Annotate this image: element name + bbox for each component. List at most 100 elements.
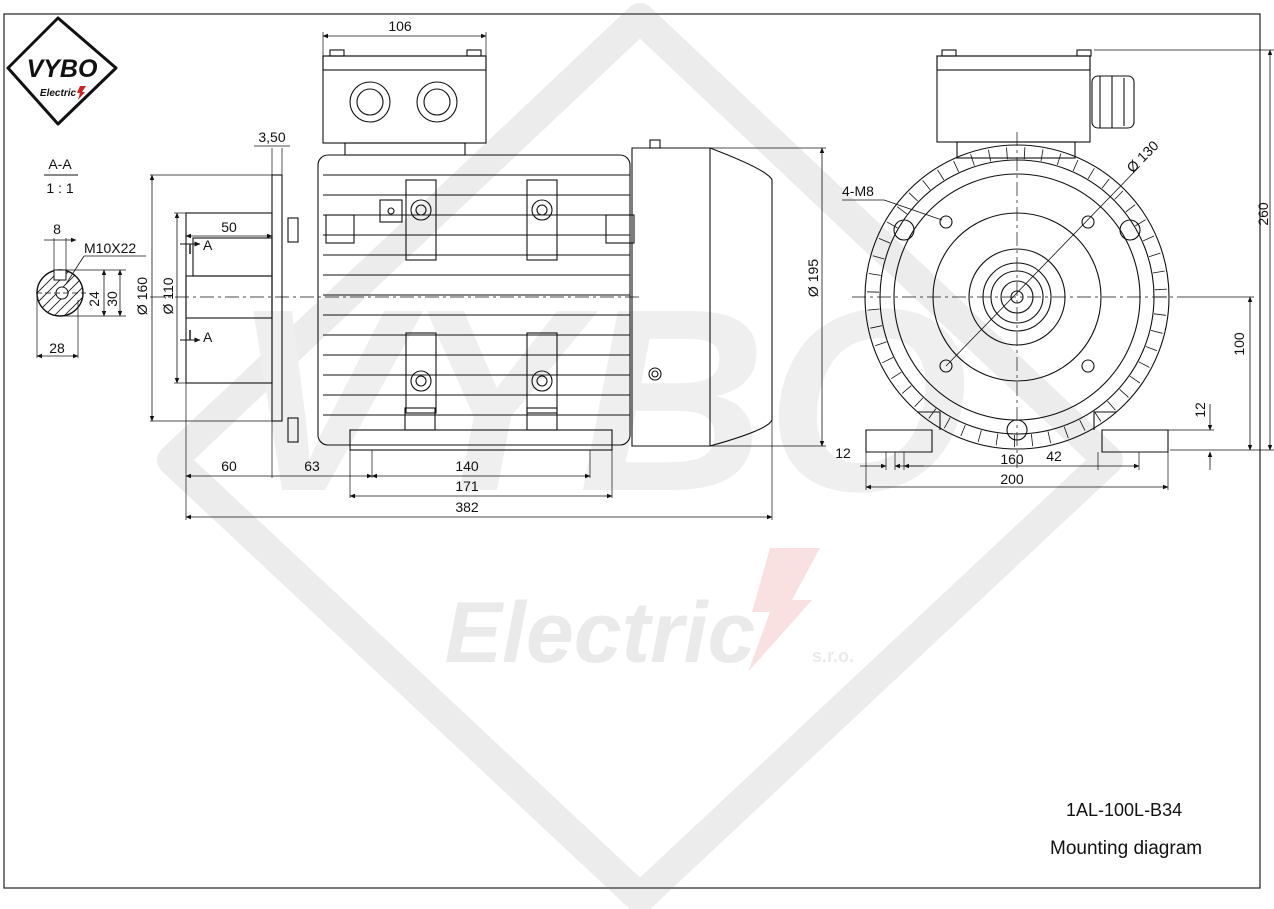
section-mark-bottom: A: [203, 329, 213, 345]
terminal-box: [322, 55, 487, 144]
logo-brand: VYBO: [27, 55, 98, 83]
dim-260: 260: [1255, 202, 1271, 226]
side-foot: [349, 429, 613, 451]
dim-4-m8: 4-M8: [842, 183, 874, 199]
cooling-fin: [1138, 361, 1150, 368]
dim-106: 106: [388, 18, 412, 34]
front-view: 4-M8 Ø 130 260 100 12 12 160 42 200: [835, 49, 1274, 490]
section-dim-24: 24: [86, 291, 102, 307]
cooling-fin: [1079, 419, 1086, 431]
cooling-fin: [1031, 434, 1034, 447]
watermark-brand: VYBO: [232, 256, 969, 546]
section-mark-top: A: [203, 237, 213, 253]
section-dim-28: 28: [49, 340, 65, 356]
cooling-fin: [878, 238, 891, 244]
dim-140: 140: [455, 458, 479, 474]
cooling-fin: [970, 154, 975, 166]
section-dim-30: 30: [104, 291, 120, 307]
cooling-fin: [886, 221, 898, 229]
dim-d195: Ø 195: [805, 259, 821, 297]
cooling-fin: [995, 433, 999, 446]
cooling-fin: [960, 424, 966, 437]
dim-42: 42: [1046, 448, 1062, 464]
cooling-fin: [1154, 288, 1167, 291]
cooling-fin: [1006, 147, 1008, 160]
cooling-fin: [1129, 375, 1141, 384]
dim-171: 171: [455, 478, 479, 494]
cooling-fin: [868, 273, 881, 276]
section-dim-8: 8: [53, 221, 61, 237]
motor-body: [317, 154, 631, 446]
cooling-fin: [1047, 431, 1052, 444]
cooling-fin: [1056, 153, 1062, 166]
logo-bolt-icon: [77, 86, 86, 100]
dim-d160: Ø 160: [134, 277, 150, 315]
dim-200: 200: [1000, 471, 1024, 487]
dim-50: 50: [221, 219, 237, 235]
watermark-suffix: s.r.o.: [812, 646, 854, 666]
dim-d110: Ø 110: [160, 277, 176, 314]
cooling-fin: [1148, 252, 1161, 258]
dim-3-50: 3,50: [258, 129, 285, 145]
cooling-fin: [872, 255, 885, 260]
title-model: 1AL-100L-B34: [1066, 800, 1183, 820]
front-cable-gland: [1091, 75, 1135, 129]
cooling-fin: [908, 192, 918, 202]
cable-gland-left: [349, 81, 391, 123]
cooling-fin: [1114, 190, 1124, 200]
cooling-fin: [1093, 411, 1102, 422]
cooling-fin: [977, 430, 982, 443]
dim-63: 63: [304, 458, 320, 474]
cooling-fin: [1119, 389, 1129, 398]
front-terminal-box: [936, 55, 1091, 143]
cooling-fin: [1153, 313, 1166, 316]
cooling-fin: [1145, 346, 1158, 352]
cooling-fin: [1150, 330, 1163, 334]
section-a-a: A-A 1 : 1 8 M10X22 24 30 28: [36, 156, 146, 359]
section-label: A-A: [48, 156, 72, 172]
sheet-border: [3, 13, 1261, 889]
logo-electric: Electric: [40, 88, 77, 99]
section-thread: M10X22: [84, 240, 136, 256]
cooling-fin: [882, 357, 894, 364]
cooling-fin: [890, 371, 902, 380]
cooling-fin: [875, 341, 887, 347]
dim-12-horizontal: 12: [835, 445, 851, 461]
dim-160: 160: [1000, 451, 1024, 467]
cable-gland-right: [416, 81, 458, 123]
cooling-fin: [943, 417, 951, 429]
cooling-fin: [1107, 400, 1116, 411]
watermark-bolt-icon: [748, 548, 820, 672]
dim-382: 382: [455, 499, 479, 515]
cooling-fin: [1063, 426, 1069, 439]
watermark-electric: Electric: [445, 585, 756, 681]
cooling-fin: [953, 160, 960, 173]
cooling-fin: [988, 149, 992, 162]
cooling-fin: [901, 385, 912, 394]
dim-100: 100: [1231, 332, 1247, 356]
company-logo: VYBO Electric: [6, 16, 118, 126]
section-scale: 1 : 1: [46, 180, 73, 196]
cooling-fin: [896, 206, 908, 215]
cooling-fin: [937, 169, 945, 181]
cooling-fin: [870, 325, 883, 329]
cooling-fin: [1152, 270, 1165, 274]
cooling-fin: [914, 397, 924, 407]
side-view: 106: [134, 18, 826, 520]
cooling-fin: [1125, 204, 1136, 213]
cooling-fin: [928, 408, 937, 419]
dim-60: 60: [221, 458, 237, 474]
cooling-fin: [1072, 159, 1079, 172]
title-description: Mounting diagram: [1050, 838, 1203, 859]
front-foot-left: [865, 429, 933, 453]
cooling-fin: [1087, 168, 1095, 179]
cooling-fin: [1142, 235, 1155, 242]
cooling-fin: [867, 308, 880, 311]
cooling-fin: [1101, 178, 1110, 189]
watermark-frame-inner: [200, 46, 1080, 870]
cooling-fin: [1040, 149, 1044, 162]
cooling-fin: [922, 180, 931, 191]
dim-12-vertical: 12: [1192, 402, 1208, 418]
cooling-fin: [1135, 219, 1146, 227]
